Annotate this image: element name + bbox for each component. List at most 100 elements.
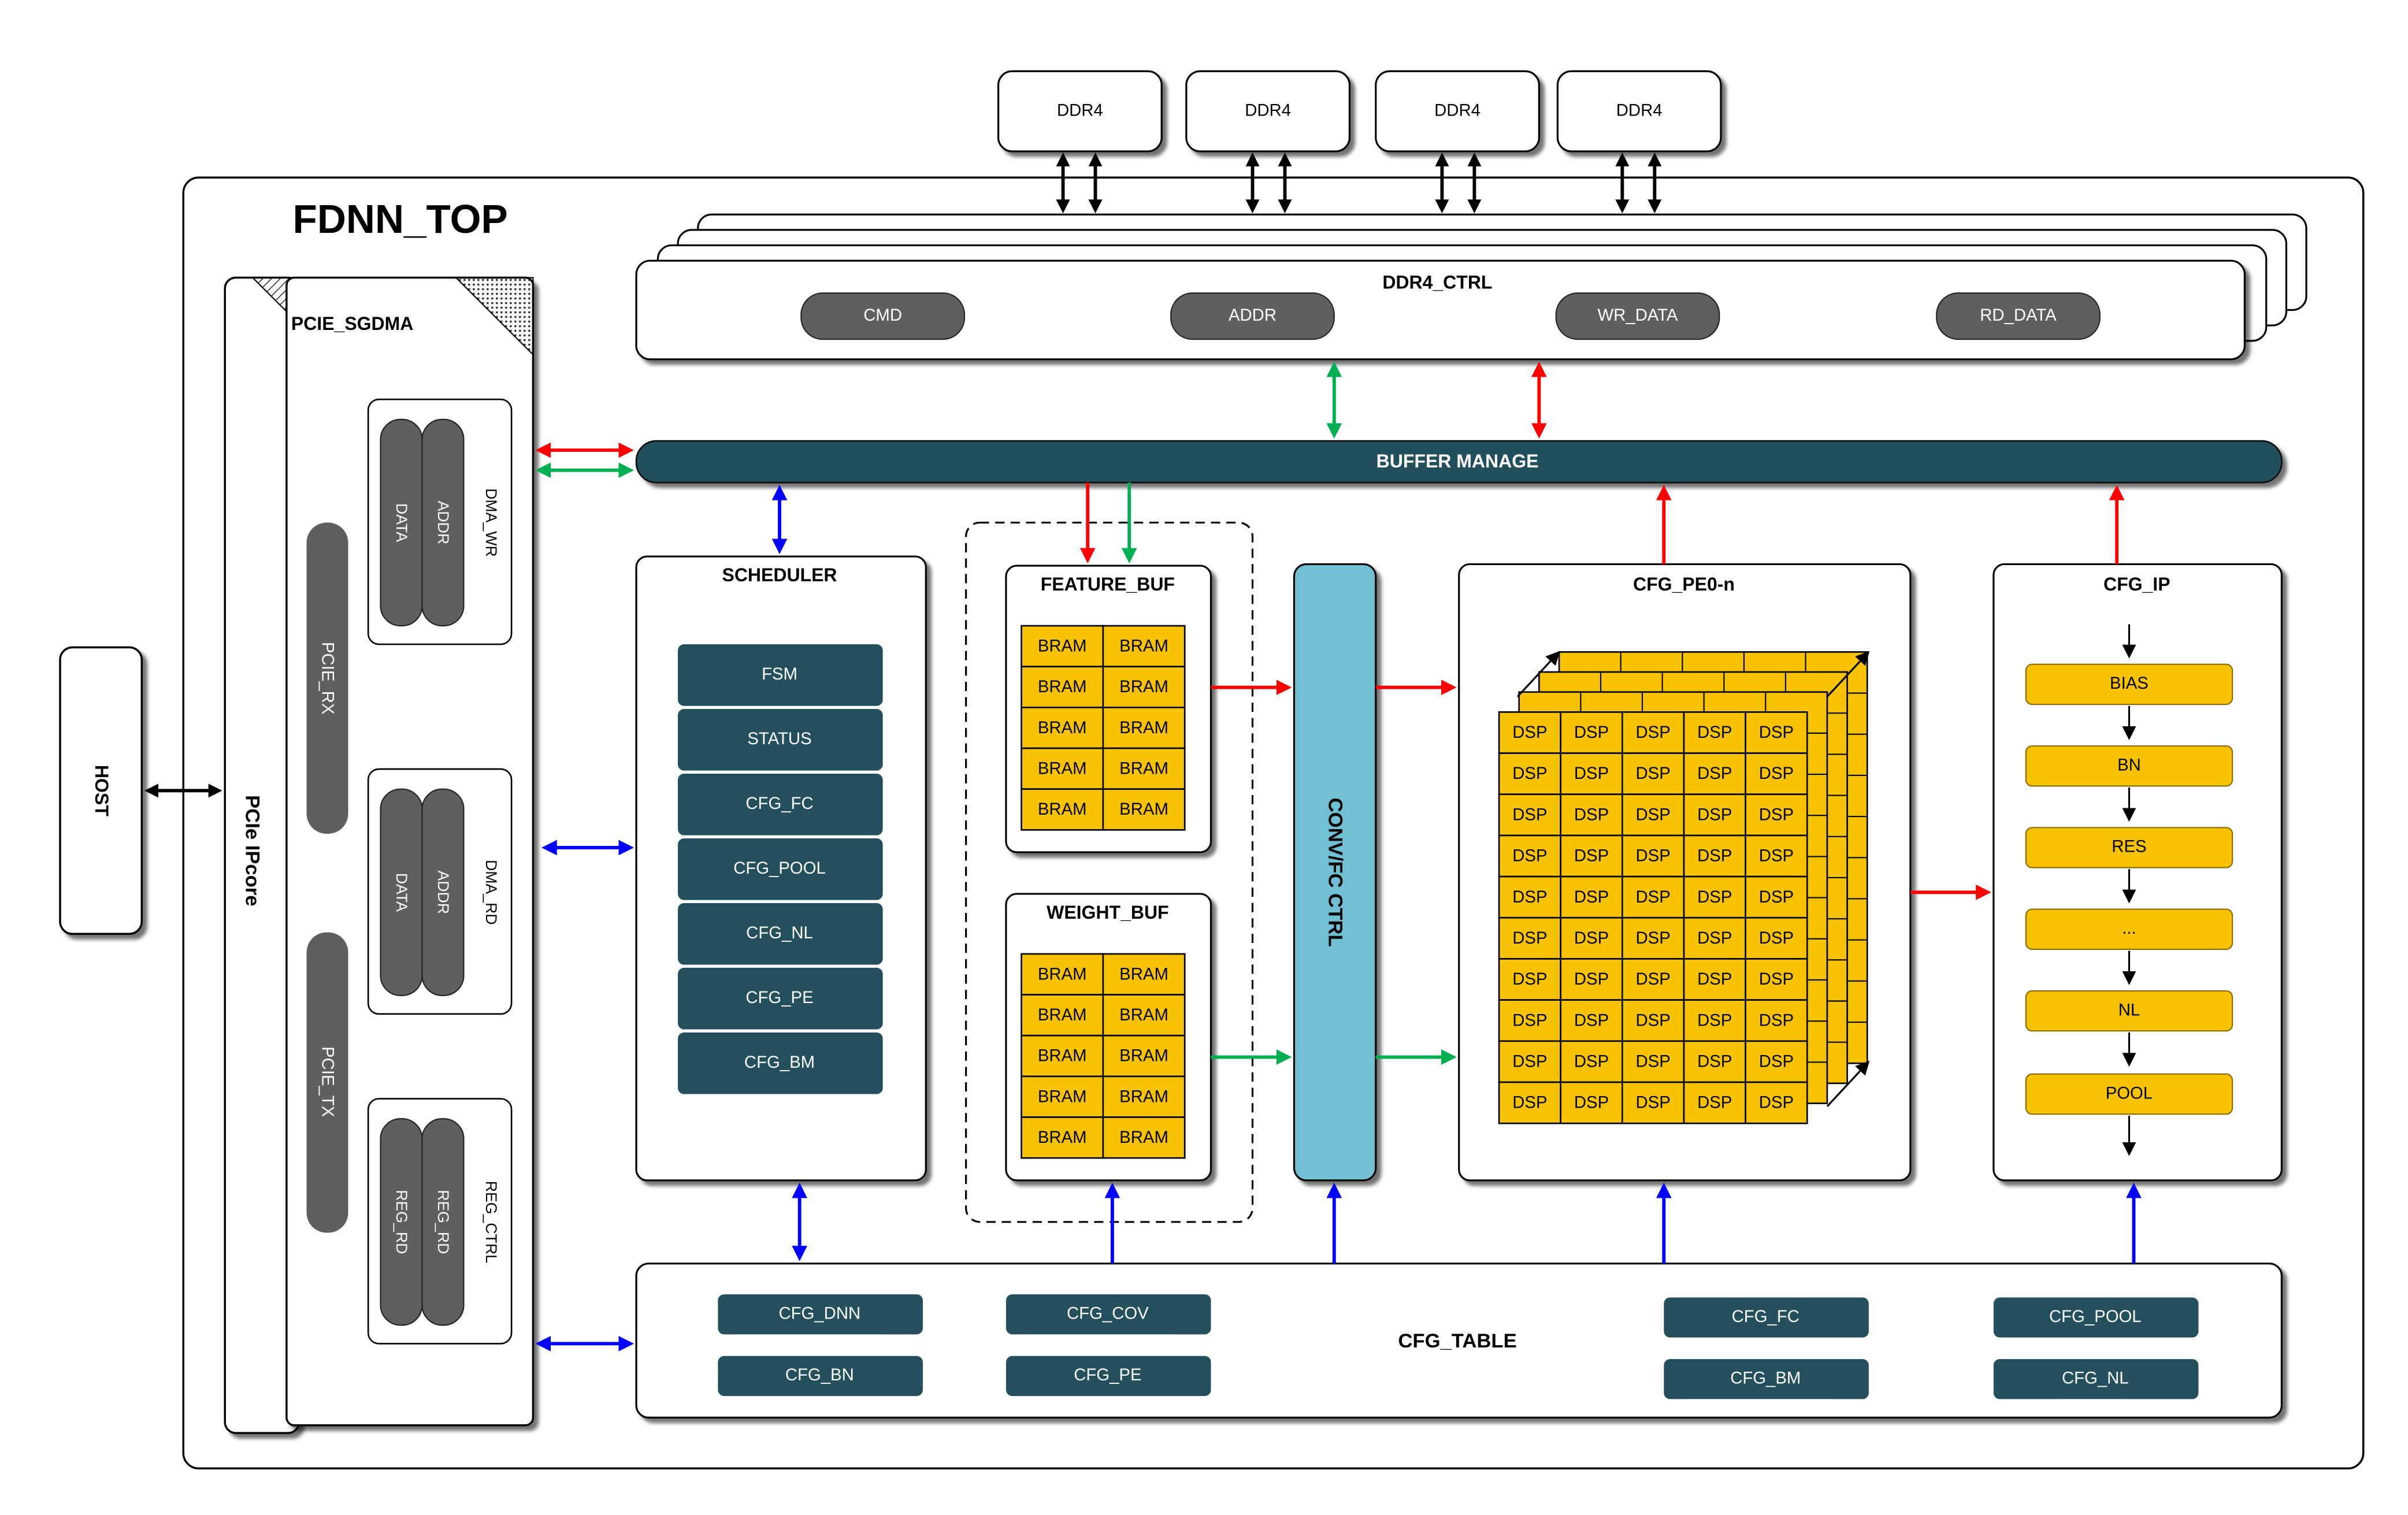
dsp-cell bbox=[1683, 999, 1746, 1042]
weight-bram-cell-label: BRAM bbox=[1119, 964, 1168, 983]
dsp-cell bbox=[1745, 793, 1808, 837]
dsp-cell bbox=[1498, 916, 1562, 960]
dma-rd-data-label: DATA bbox=[393, 873, 410, 912]
feature-bram-cell bbox=[1102, 788, 1186, 831]
cfg-ip-title: CFG_IP bbox=[2103, 574, 2170, 595]
pcie-rx-pill bbox=[306, 522, 348, 834]
connection-arrows bbox=[144, 152, 2142, 1351]
cfg-table-cfg-pe: CFG_PE bbox=[1074, 1365, 1141, 1384]
dma-rd-addr-label: ADDR bbox=[435, 871, 452, 915]
cfg-ip-nl: NL bbox=[2118, 1000, 2140, 1019]
dsp-cell-label: DSP bbox=[1636, 888, 1671, 907]
feature-bram-cell bbox=[1102, 707, 1186, 749]
dsp-cell bbox=[1683, 711, 1746, 754]
dsp-cell-label: DSP bbox=[1574, 888, 1609, 907]
weight-bram-cell-label: BRAM bbox=[1038, 1128, 1087, 1147]
feature-bram-cell bbox=[1102, 666, 1186, 708]
dsp-cell-label: DSP bbox=[1697, 805, 1732, 824]
ddr4-chips: DDR4 DDR4 DDR4 DDR4 bbox=[997, 70, 1722, 153]
dsp-cell bbox=[1498, 875, 1562, 919]
scheduler-item-cfg-bm: CFG_BM bbox=[744, 1053, 815, 1072]
dsp-cell bbox=[1621, 1081, 1685, 1124]
dsp-cell-label: DSP bbox=[1759, 805, 1794, 824]
scheduler-block: SCHEDULER FSM STATUS CFG_FC CFG_POOL CFG… bbox=[635, 555, 927, 1182]
dsp-cell-label: DSP bbox=[1636, 970, 1671, 989]
dsp-cell bbox=[1498, 711, 1562, 754]
dsp-cell-label: DSP bbox=[1697, 723, 1732, 742]
dma-rd-title: DMA_RD bbox=[483, 860, 500, 925]
dsp-cell-label: DSP bbox=[1512, 805, 1547, 824]
dsp-cell-label: DSP bbox=[1636, 1011, 1671, 1030]
conv-fc-ctrl-label: CONV/FC CTRL bbox=[1324, 798, 1346, 947]
scheduler-item-fsm: FSM bbox=[762, 664, 797, 684]
host-block: HOST bbox=[59, 646, 143, 935]
scheduler-item-cfg-nl: CFG_NL bbox=[746, 923, 813, 942]
ddr4-label-1: DDR4 bbox=[1057, 101, 1103, 120]
dsp-cell-label: DSP bbox=[1636, 805, 1671, 824]
feature-bram-cell-label: BRAM bbox=[1038, 759, 1087, 778]
dsp-cell bbox=[1560, 916, 1623, 960]
dsp-cell-label: DSP bbox=[1697, 1093, 1732, 1112]
feature-bram-cell-label: BRAM bbox=[1038, 677, 1087, 696]
dsp-cell bbox=[1498, 752, 1562, 796]
scheduler-item-cfg-fc: CFG_FC bbox=[745, 794, 813, 813]
buffer-group-outline bbox=[964, 521, 1254, 1223]
cfg-table-cfg-cov: CFG_COV bbox=[1067, 1304, 1149, 1323]
cfg-table-cfg-bn: CFG_BN bbox=[785, 1365, 854, 1384]
dsp-cell-label: DSP bbox=[1697, 970, 1732, 989]
weight-bram-cell-label: BRAM bbox=[1119, 1087, 1168, 1106]
dsp-cell-label: DSP bbox=[1759, 1052, 1794, 1071]
dsp-cell-label: DSP bbox=[1759, 970, 1794, 989]
dma-wr-block: DATA ADDR DMA_WR bbox=[367, 398, 513, 645]
cfg-ip-block: CFG_IP BIAS BN RES ... NL POOL bbox=[1993, 563, 2283, 1182]
dsp-cell-label: DSP bbox=[1636, 764, 1671, 783]
dsp-cell-label: DSP bbox=[1697, 764, 1732, 783]
dsp-cell-label: DSP bbox=[1759, 929, 1794, 948]
dsp-cell bbox=[1621, 793, 1685, 837]
dsp-cell bbox=[1745, 958, 1808, 1001]
ddr4-ctrl-block: DDR4_CTRL CMD ADDR WR_DATA RD_DATA bbox=[635, 213, 2307, 361]
dsp-cell bbox=[1745, 1081, 1808, 1124]
cfg-ip-bias: BIAS bbox=[2110, 674, 2149, 693]
dsp-cell-label: DSP bbox=[1636, 1052, 1671, 1071]
dma-rd-block: DATA ADDR DMA_RD bbox=[367, 768, 513, 1015]
conv-fc-ctrl-block: CONV/FC CTRL bbox=[1293, 563, 1377, 1182]
weight-bram-cell-label: BRAM bbox=[1038, 1046, 1087, 1065]
scheduler-item-cfg-pe: CFG_PE bbox=[745, 988, 813, 1007]
dsp-cell-label: DSP bbox=[1574, 764, 1609, 783]
feature-bram-cell-label: BRAM bbox=[1119, 636, 1168, 655]
cfg-ip-bn: BN bbox=[2117, 755, 2141, 774]
weight-bram-cell bbox=[1102, 1116, 1186, 1159]
dsp-cell bbox=[1621, 1040, 1685, 1083]
weight-bram-cell-label: BRAM bbox=[1119, 1046, 1168, 1065]
dsp-cell-label: DSP bbox=[1636, 723, 1671, 742]
scheduler-item-cfg-pool: CFG_POOL bbox=[733, 859, 826, 878]
dsp-cell-label: DSP bbox=[1697, 888, 1732, 907]
dsp-cell bbox=[1683, 793, 1746, 837]
dsp-cell bbox=[1745, 1040, 1808, 1083]
pcie-tx-label: PCIE_TX bbox=[318, 1046, 337, 1117]
dsp-cell-label: DSP bbox=[1759, 888, 1794, 907]
dsp-cell-label: DSP bbox=[1574, 723, 1609, 742]
dsp-cell bbox=[1745, 916, 1808, 960]
dsp-cell-label: DSP bbox=[1697, 846, 1732, 866]
dsp-cell-label: DSP bbox=[1512, 846, 1547, 866]
cfg-ip-pool: POOL bbox=[2106, 1083, 2153, 1102]
cfg-table-cfg-fc: CFG_FC bbox=[1732, 1307, 1799, 1326]
weight-bram-cell-label: BRAM bbox=[1119, 1005, 1168, 1024]
pcie-tx-pill bbox=[306, 932, 348, 1233]
cfg-ip-res: RES bbox=[2112, 837, 2146, 856]
dma-wr-addr-label: ADDR bbox=[435, 501, 452, 545]
dsp-cell bbox=[1560, 875, 1623, 919]
ddr4-ctrl-cmd: CMD bbox=[863, 306, 902, 325]
weight-bram-cell bbox=[1102, 1034, 1186, 1078]
weight-bram-cell-label: BRAM bbox=[1038, 1087, 1087, 1106]
buffer-manage-bar: BUFFER MANAGE bbox=[635, 440, 2283, 484]
dsp-cell bbox=[1745, 999, 1808, 1042]
weight-bram-cell-label: BRAM bbox=[1038, 1005, 1087, 1024]
dsp-cell-label: DSP bbox=[1512, 1011, 1547, 1030]
dsp-cell-label: DSP bbox=[1574, 970, 1609, 989]
dsp-cell-label: DSP bbox=[1512, 929, 1547, 948]
